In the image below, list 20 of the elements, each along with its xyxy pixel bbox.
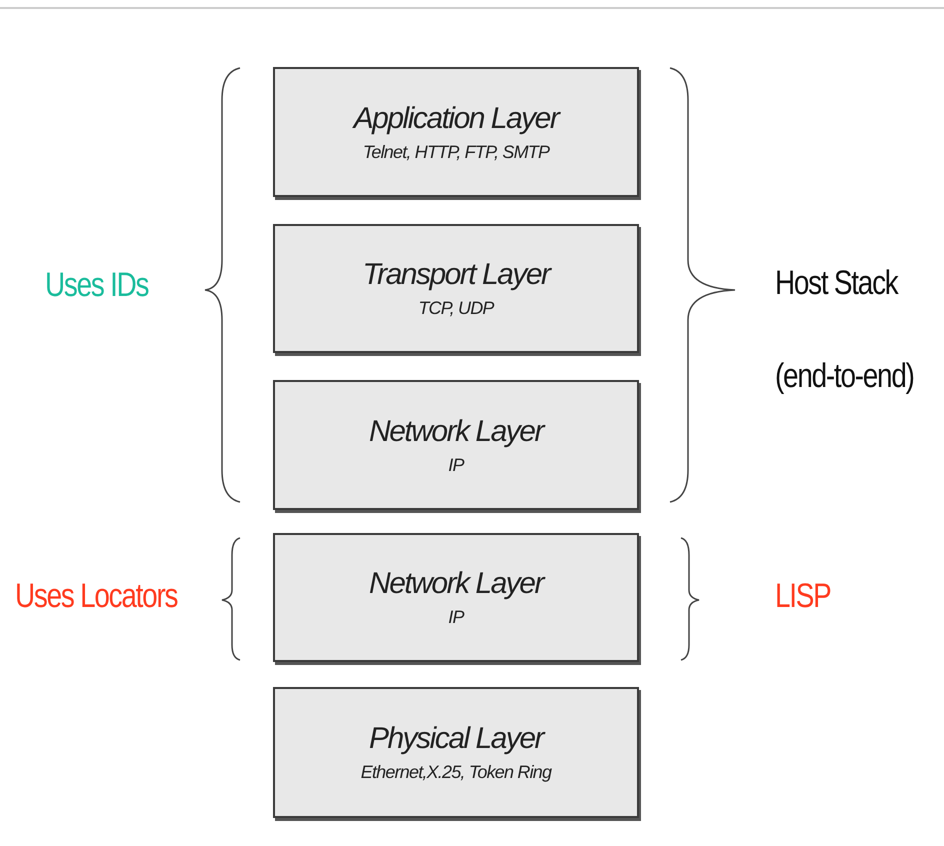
side-label: Uses IDs [45,266,148,305]
layer-title: Network Layer [369,567,543,601]
side-label: LISP [775,577,831,616]
protocol-list: IP [448,454,464,476]
layer-box [273,67,639,197]
side-label: Host Stack [775,264,898,303]
layer-box [273,533,639,662]
layer-title: Application Layer [354,102,558,136]
side-label: (end-to-end) [775,357,914,396]
layer-title: Transport Layer [362,258,550,292]
protocol-list: IP [448,607,464,628]
protocol-list: Ethernet,X.25, Token Ring [360,762,552,783]
layer-box [273,380,639,510]
protocol-list: Telnet, HTTP, FTP, SMTP [362,142,550,162]
protocol-list: TCP, UDP [418,298,494,319]
layer-box [273,224,639,353]
layer-title: Physical Layer [368,722,544,756]
layer-box [273,687,639,818]
side-label: Uses Locators [15,577,178,616]
layer-title: Network Layer [369,414,543,448]
